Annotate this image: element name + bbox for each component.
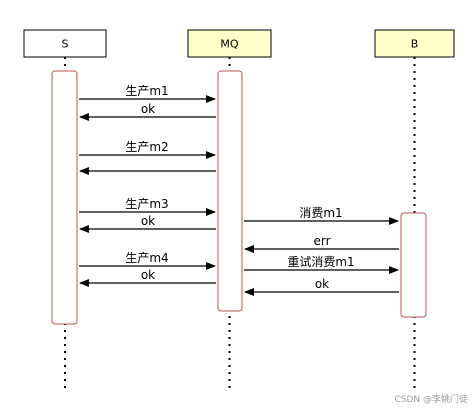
message-label: ok xyxy=(141,214,155,228)
message-label: err xyxy=(313,234,330,248)
participant-box xyxy=(23,29,107,58)
participant-label: MQ xyxy=(220,38,238,51)
activation-s xyxy=(51,70,78,325)
participant-label: S xyxy=(62,38,69,51)
message-label: ok xyxy=(315,277,329,291)
participant-b[interactable]: B xyxy=(374,29,455,58)
participant-mq[interactable]: MQ xyxy=(187,29,272,58)
message-label: 重试消费m1 xyxy=(287,254,354,269)
message-label: ok xyxy=(141,102,155,116)
message-label: 消费m1 xyxy=(299,206,342,220)
message-label: 生产m3 xyxy=(125,197,168,211)
message-m4-send: 生产m4 xyxy=(79,251,216,270)
message-m1-ok: ok xyxy=(79,102,216,121)
activation-mq xyxy=(217,70,243,312)
message-retry-ok: ok xyxy=(244,277,399,296)
message-m4-ok: ok xyxy=(79,268,216,287)
message-label: 生产m4 xyxy=(125,251,168,265)
message-m1-send: 生产m1 xyxy=(79,84,216,103)
message-label: 生产m2 xyxy=(125,140,168,154)
participant-box xyxy=(374,29,455,58)
participant-label: B xyxy=(411,38,419,51)
message-m2-send: 生产m2 xyxy=(79,140,216,159)
message-label: ok xyxy=(141,268,155,282)
message-consume-m1: 消费m1 xyxy=(244,206,399,225)
activation-b xyxy=(400,212,427,318)
message-label: 生产m1 xyxy=(125,84,168,98)
message-retry-consume-m1: 重试消费m1 xyxy=(244,254,399,274)
participant-box xyxy=(187,29,272,58)
watermark: CSDN @李姚门徒 xyxy=(394,395,468,405)
message-m3-send: 生产m3 xyxy=(79,197,216,216)
participant-s[interactable]: S xyxy=(23,29,107,58)
message-consume-err: err xyxy=(244,234,399,253)
message-m3-ok: ok xyxy=(79,214,216,233)
